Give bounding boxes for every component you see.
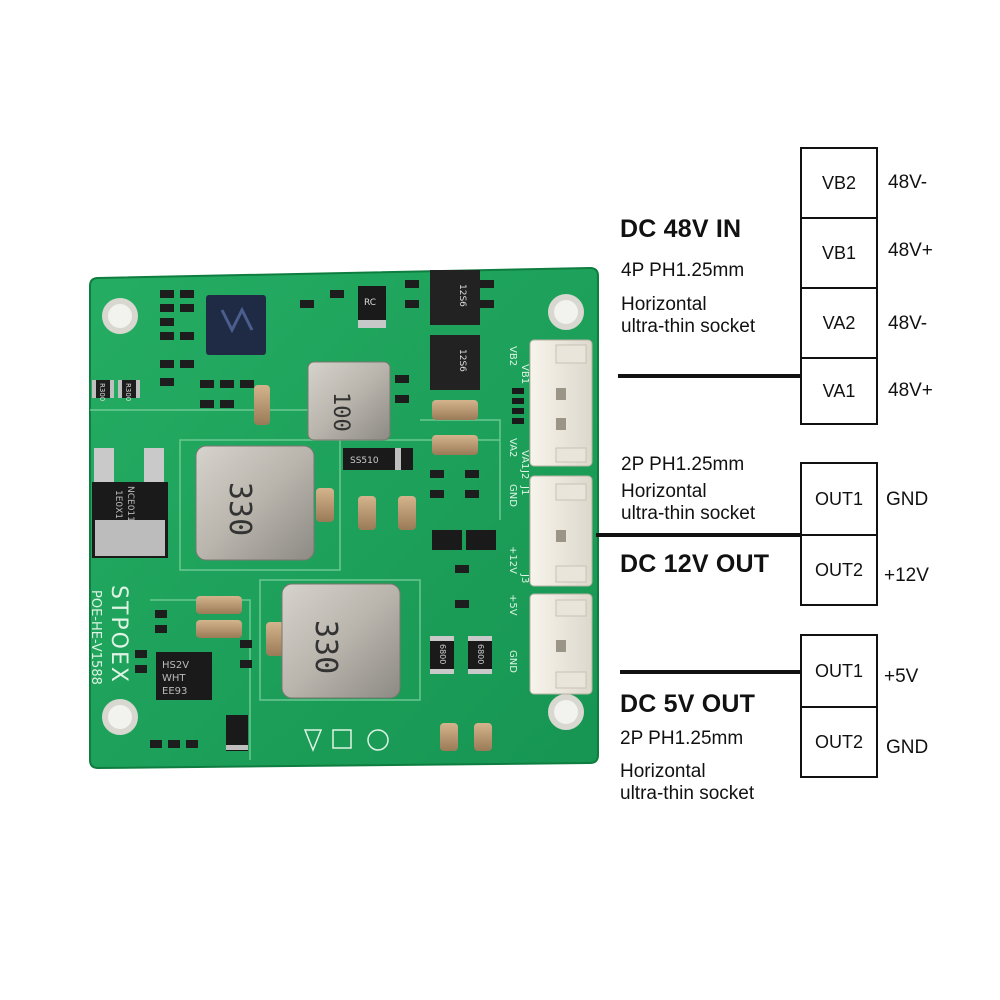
out5-spec: 2P PH1.25mm xyxy=(620,728,744,749)
bridge-rectifier: 12S6 xyxy=(430,270,480,325)
soic-ic: HS2V WHT EE93 xyxy=(156,652,212,700)
svg-text:+12V: +12V xyxy=(507,546,518,574)
pin-12v-out1: OUT1 xyxy=(800,462,878,536)
input-title: DC 48V IN xyxy=(620,215,742,243)
out12-spec: 2P PH1.25mm xyxy=(621,454,745,475)
signal-12v-out1: GND xyxy=(886,489,929,510)
svg-text:VB1: VB1 xyxy=(519,364,530,384)
silkscreen-model: POE-HE-V1588 xyxy=(88,590,103,685)
mosfet: NCE0110K 1E0X1 xyxy=(92,448,168,558)
svg-text:+5V: +5V xyxy=(507,594,518,616)
signal-vb1: 48V+ xyxy=(888,240,933,261)
qfn-ic xyxy=(206,295,266,355)
input-leader-line xyxy=(618,374,802,378)
smd-resistor xyxy=(135,280,494,748)
signal-12v-out2: +12V xyxy=(884,565,929,586)
svg-text:VA1: VA1 xyxy=(519,450,530,469)
resistor: R300 xyxy=(92,380,114,401)
svg-text:WHT: WHT xyxy=(162,673,186,684)
pin-5v-out2: OUT2 xyxy=(800,706,878,778)
svg-text:GND: GND xyxy=(507,484,518,507)
svg-text:1E0X1: 1E0X1 xyxy=(113,490,123,519)
pin-va1: VA1 xyxy=(800,357,878,425)
svg-text:VB2: VB2 xyxy=(507,346,518,366)
out5-desc-1: Horizontal xyxy=(620,761,706,782)
pin-va2: VA2 xyxy=(800,287,878,359)
out5-leader-line xyxy=(620,670,802,674)
out12-leader-line xyxy=(596,533,802,537)
silkscreen-brand: STPOEX xyxy=(106,585,131,684)
inductor: 330 xyxy=(195,445,315,561)
output-5v-connector xyxy=(529,593,593,695)
svg-text:NCE0110K: NCE0110K xyxy=(125,486,135,535)
pin-5v-out1: OUT1 xyxy=(800,634,878,708)
out12-desc-2: ultra-thin socket xyxy=(621,503,756,524)
svg-text:J1: J1 xyxy=(519,485,530,495)
signal-vb2: 48V- xyxy=(888,172,928,193)
signal-va1: 48V+ xyxy=(888,380,933,401)
svg-text:EE93: EE93 xyxy=(162,686,187,697)
svg-text:12S6: 12S6 xyxy=(457,284,467,307)
svg-text:HS2V: HS2V xyxy=(162,660,189,671)
signal-va2: 48V- xyxy=(888,313,928,334)
inductor: 330 xyxy=(281,583,401,699)
svg-text:SS510: SS510 xyxy=(350,456,379,466)
svg-text:R300: R300 xyxy=(124,383,132,401)
svg-text:12S6: 12S6 xyxy=(457,349,467,372)
certification-marks xyxy=(303,729,389,753)
svg-text:J3: J3 xyxy=(519,573,530,583)
input-desc-1: Horizontal xyxy=(621,294,707,315)
svg-text:6800: 6800 xyxy=(476,644,485,664)
resistor: 6800 xyxy=(430,636,454,674)
sot-transistor xyxy=(432,530,496,550)
out12-desc-1: Horizontal xyxy=(621,481,707,502)
sot-component: RC xyxy=(358,286,386,328)
pin-12v-out2: OUT2 xyxy=(800,534,878,606)
svg-text:100: 100 xyxy=(328,392,353,432)
svg-text:J2: J2 xyxy=(519,469,530,479)
svg-text:330: 330 xyxy=(308,620,343,674)
signal-5v-out2: GND xyxy=(886,737,929,758)
ceramic-capacitor xyxy=(196,385,492,751)
inductor: 100 xyxy=(307,361,391,441)
input-desc-2: ultra-thin socket xyxy=(621,316,756,337)
diode xyxy=(226,715,248,751)
svg-text:VA2: VA2 xyxy=(507,438,518,457)
out12-title: DC 12V OUT xyxy=(620,550,770,578)
input-spec: 4P PH1.25mm xyxy=(621,260,745,281)
svg-text:RC: RC xyxy=(364,298,376,308)
bridge-rectifier: 12S6 xyxy=(430,335,480,390)
resistor: R300 xyxy=(118,380,140,401)
pin-vb1: VB1 xyxy=(800,217,878,289)
out5-desc-2: ultra-thin socket xyxy=(620,783,755,804)
svg-text:6800: 6800 xyxy=(438,644,447,664)
svg-text:330: 330 xyxy=(222,482,257,536)
mounting-hole xyxy=(102,294,584,735)
signal-5v-out1: +5V xyxy=(884,666,919,687)
out5-title: DC 5V OUT xyxy=(620,690,756,718)
output-12v-connector xyxy=(529,475,593,587)
svg-text:R300: R300 xyxy=(98,383,106,401)
test-pad xyxy=(512,388,524,424)
input-connector xyxy=(529,339,593,467)
svg-text:GND: GND xyxy=(507,650,518,673)
pin-vb2: VB2 xyxy=(800,147,878,219)
diode: SS510 xyxy=(343,448,413,470)
resistor: 6800 xyxy=(468,636,492,674)
